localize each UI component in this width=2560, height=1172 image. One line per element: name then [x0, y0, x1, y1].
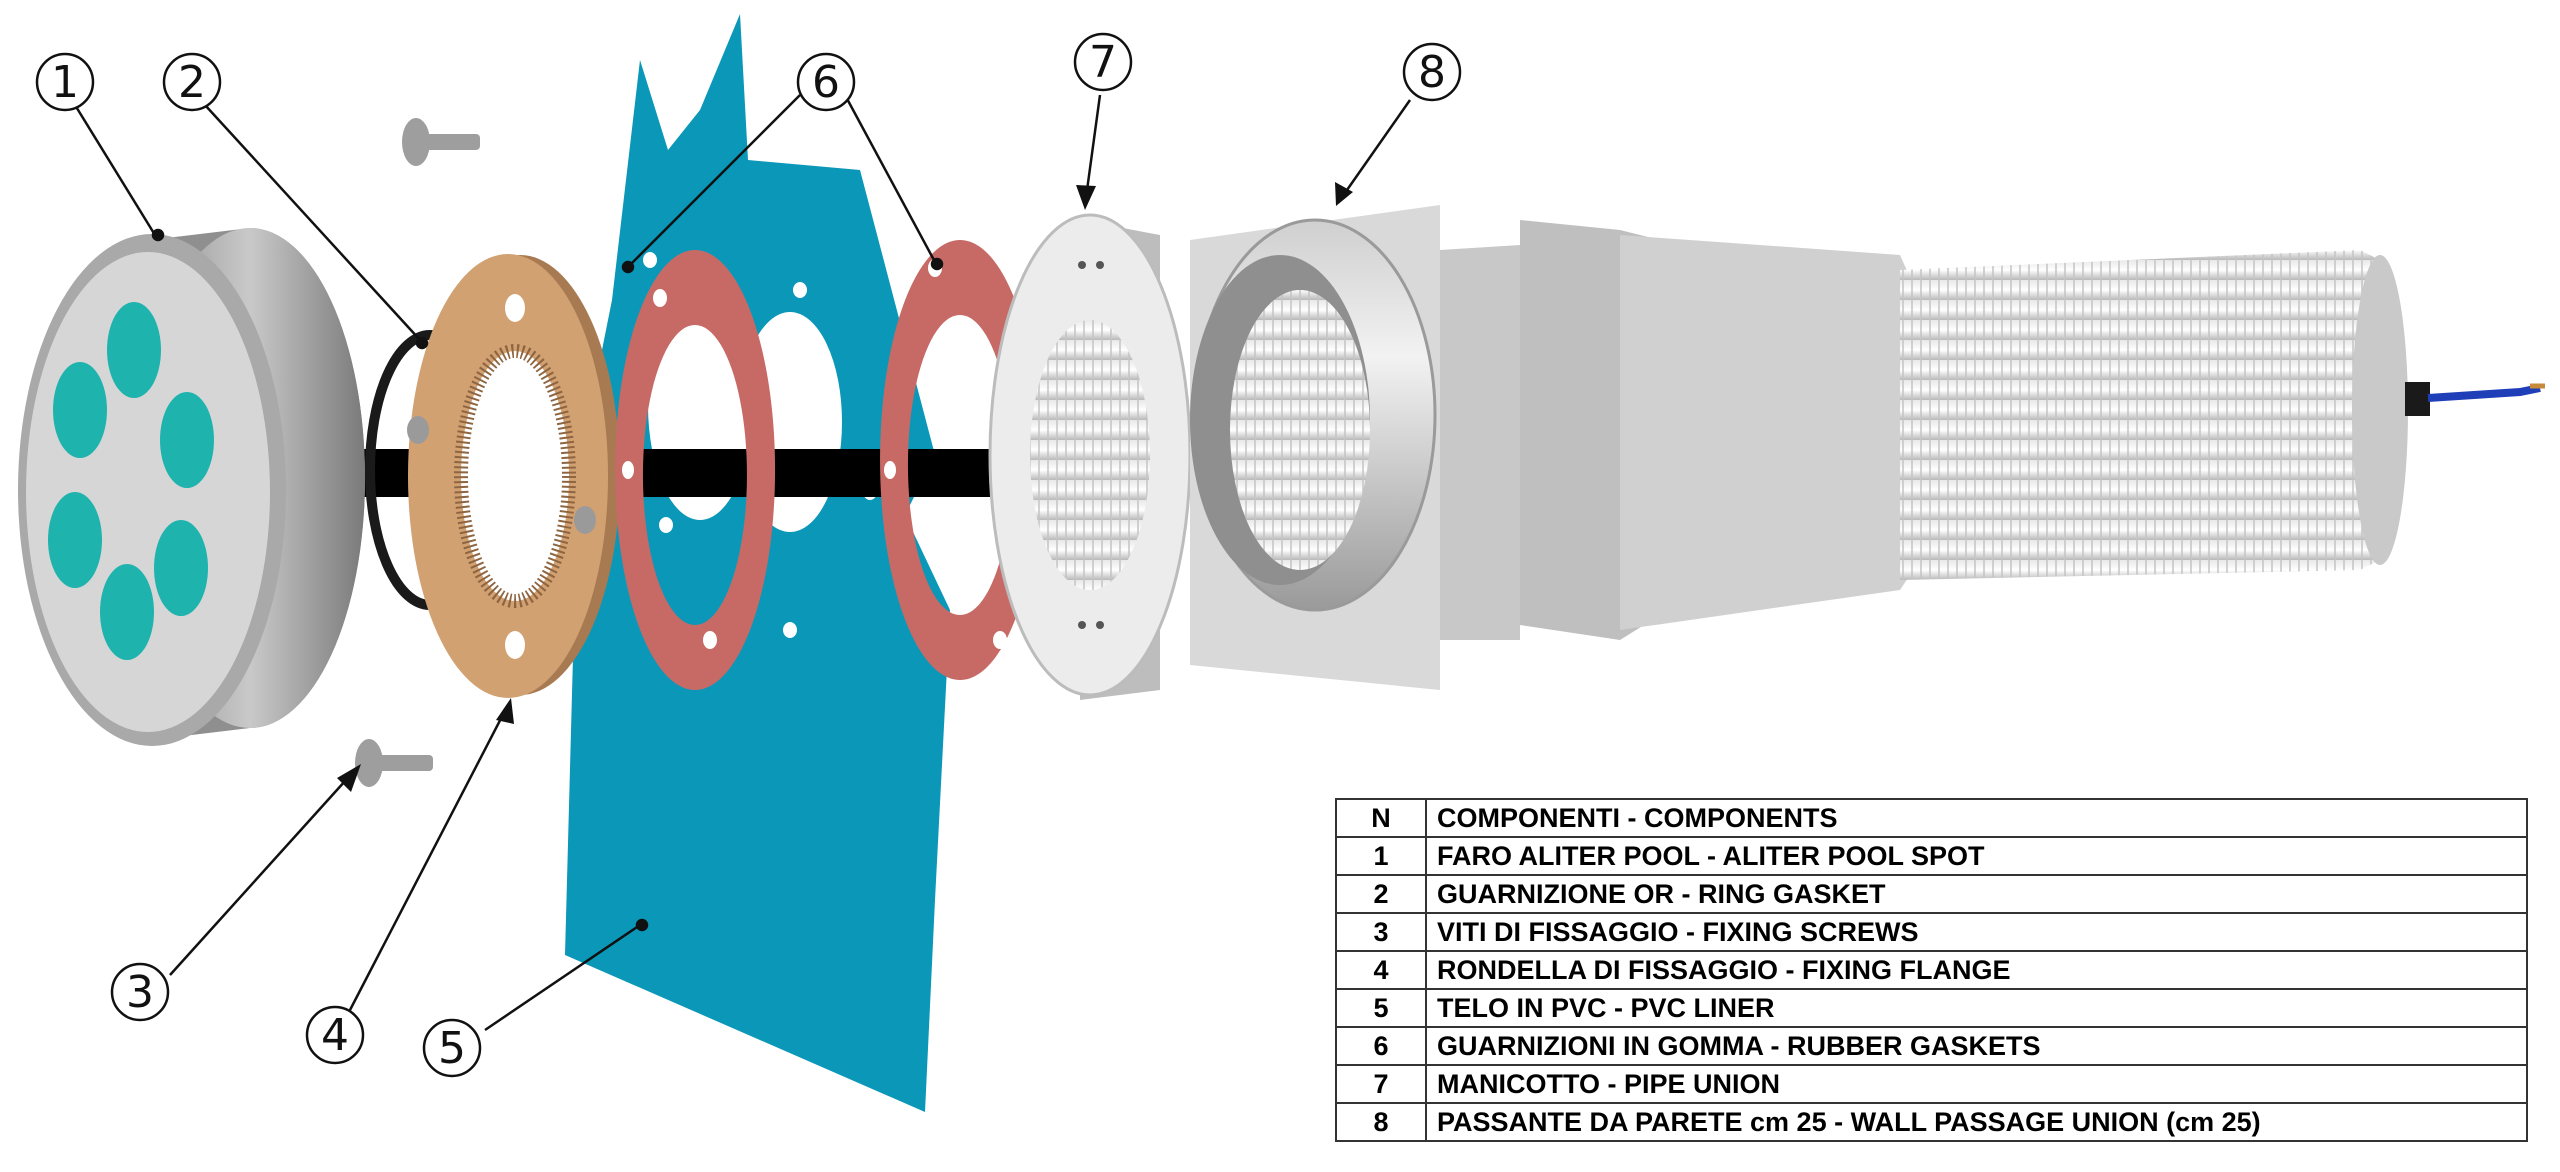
- row-label: MANICOTTO - PIPE UNION: [1425, 1064, 2528, 1104]
- svg-text:2: 2: [178, 57, 206, 108]
- callout-7: 7: [1073, 32, 1133, 92]
- callout-2: 2: [162, 52, 222, 112]
- callout-4: 4: [305, 1005, 365, 1065]
- row-label: TELO IN PVC - PVC LINER: [1425, 988, 2528, 1028]
- row-number: 4: [1335, 950, 1427, 990]
- fixing-screws: [355, 118, 480, 787]
- wall-passage-union: [1190, 205, 2408, 690]
- svg-text:4: 4: [321, 1010, 349, 1061]
- row-number: 6: [1335, 1026, 1427, 1066]
- callout-1: 1: [35, 52, 95, 112]
- header-label: COMPONENTI - COMPONENTS: [1425, 798, 2528, 838]
- svg-text:1: 1: [51, 57, 79, 108]
- callout-6: 6: [796, 52, 856, 112]
- table-header-row: N COMPONENTI - COMPONENTS: [1335, 798, 2528, 838]
- row-label: FARO ALITER POOL - ALITER POOL SPOT: [1425, 836, 2528, 876]
- row-label: PASSANTE DA PARETE cm 25 - WALL PASSAGE …: [1425, 1102, 2528, 1142]
- row-number: 7: [1335, 1064, 1427, 1104]
- svg-text:7: 7: [1089, 37, 1117, 88]
- row-number: 1: [1335, 836, 1427, 876]
- power-cable: [2405, 382, 2545, 416]
- svg-text:5: 5: [438, 1023, 466, 1074]
- row-number: 3: [1335, 912, 1427, 952]
- row-label: GUARNIZIONE OR - RING GASKET: [1425, 874, 2528, 914]
- aliter-pool-spot: [18, 228, 365, 746]
- rubber-gasket-front: [615, 250, 776, 690]
- pipe-union: [988, 213, 1192, 700]
- row-label: GUARNIZIONI IN GOMMA - RUBBER GASKETS: [1425, 1026, 2528, 1066]
- header-number: N: [1335, 798, 1427, 838]
- svg-text:3: 3: [126, 967, 154, 1018]
- row-number: 5: [1335, 988, 1427, 1028]
- row-label: RONDELLA DI FISSAGGIO - FIXING FLANGE: [1425, 950, 2528, 990]
- fixing-flange: [407, 254, 620, 698]
- leader-lines: [73, 94, 1412, 1032]
- row-label: VITI DI FISSAGGIO - FIXING SCREWS: [1425, 912, 2528, 952]
- svg-text:8: 8: [1418, 47, 1446, 98]
- svg-text:6: 6: [812, 57, 840, 108]
- callout-5: 5: [422, 1018, 482, 1078]
- row-number: 2: [1335, 874, 1427, 914]
- row-number: 8: [1335, 1102, 1427, 1142]
- callout-3: 3: [110, 962, 170, 1022]
- callout-8: 8: [1402, 42, 1462, 102]
- leader-arrowheads: [337, 182, 1353, 792]
